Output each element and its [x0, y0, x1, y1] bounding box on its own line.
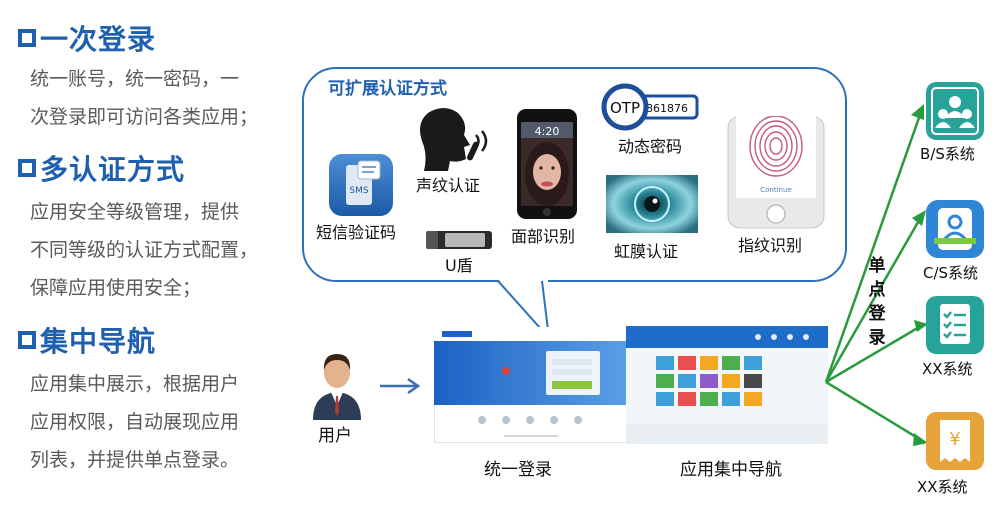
sso-char: 点 [868, 280, 886, 300]
callout-title: 可扩展认证方式 [328, 79, 447, 99]
system-label: XX系统 [917, 478, 968, 496]
user-card-icon [926, 200, 984, 258]
desc-line: 应用集中展示，根据用户 [30, 373, 240, 395]
sso-label: 单 点 登 录 [866, 254, 888, 350]
svg-text:4:20: 4:20 [535, 125, 560, 138]
svg-text:Continue: Continue [760, 186, 791, 194]
method-otp-label: 动态密码 [618, 137, 683, 156]
system-label: B/S系统 [920, 145, 975, 163]
system-label: C/S系统 [923, 264, 979, 282]
feature-title: 多认证方式 [40, 153, 186, 186]
feature-desc-single-login: 统一账号，统一密码，一 次登录即可访问各类应用； [30, 60, 280, 136]
usb-key-icon [426, 231, 492, 249]
method-iris-label: 虹膜认证 [614, 242, 679, 261]
svg-text:SMS: SMS [349, 186, 368, 196]
bullet-box-icon [18, 159, 36, 177]
svg-text:¥: ¥ [949, 429, 960, 450]
otp-token-icon: 861876 OTP [601, 83, 699, 131]
method-sms-label: 短信验证码 [316, 223, 397, 242]
iris-scan-icon [606, 175, 698, 233]
yen-receipt-icon: ¥ [926, 412, 984, 470]
sso-char: 登 [868, 304, 886, 324]
desc-line: 不同等级的认证方式配置， [30, 239, 259, 261]
users-group-icon [926, 82, 984, 140]
feature-desc-central-nav: 应用集中展示，根据用户 应用权限，自动展现应用 列表，并提供单点登录。 [30, 365, 280, 479]
arrow-right-icon [380, 377, 421, 395]
feature-desc-multi-auth: 应用安全等级管理，提供 不同等级的认证方式配置， 保障应用使用安全； [30, 193, 280, 307]
desc-line: 保障应用使用安全； [30, 277, 202, 299]
feature-heading-central-nav: 集中导航 [18, 320, 156, 360]
svg-text:861876: 861876 [646, 102, 688, 115]
desc-line: 应用权限，自动展现应用 [30, 411, 240, 433]
face-phone-icon: 4:20 [517, 109, 577, 219]
feature-heading-multi-auth: 多认证方式 [18, 148, 185, 188]
user-label: 用户 [318, 426, 352, 446]
sso-char: 单 [868, 256, 886, 276]
checklist-icon [926, 296, 984, 354]
svg-text:OTP: OTP [610, 99, 640, 117]
login-caption: 统一登录 [484, 460, 552, 480]
fingerprint-phone-icon: Continue [727, 116, 825, 229]
method-face-label: 面部识别 [511, 227, 576, 246]
nav-caption: 应用集中导航 [680, 460, 782, 480]
desc-line: 列表，并提供单点登录。 [30, 449, 240, 471]
login-page-screenshot [434, 327, 628, 443]
sso-char: 录 [868, 328, 886, 348]
method-fingerprint-label: 指纹识别 [738, 236, 803, 255]
desc-line: 次登录即可访问各类应用； [30, 106, 259, 128]
bullet-box-icon [18, 331, 36, 349]
desc-line: 统一账号，统一密码，一 [30, 68, 240, 90]
app-nav-screenshot [626, 326, 828, 444]
method-ukey-label: U盾 [445, 256, 473, 275]
method-voice-label: 声纹认证 [416, 176, 481, 195]
system-label: XX系统 [922, 360, 973, 378]
bullet-box-icon [18, 29, 36, 47]
feature-heading-single-login: 一次登录 [18, 18, 156, 58]
voice-head-icon [420, 108, 488, 171]
feature-title: 集中导航 [40, 325, 157, 358]
desc-line: 应用安全等级管理，提供 [30, 201, 240, 223]
user-avatar-icon [313, 354, 361, 420]
feature-title: 一次登录 [40, 23, 157, 56]
sms-app-icon: SMS [329, 154, 393, 216]
